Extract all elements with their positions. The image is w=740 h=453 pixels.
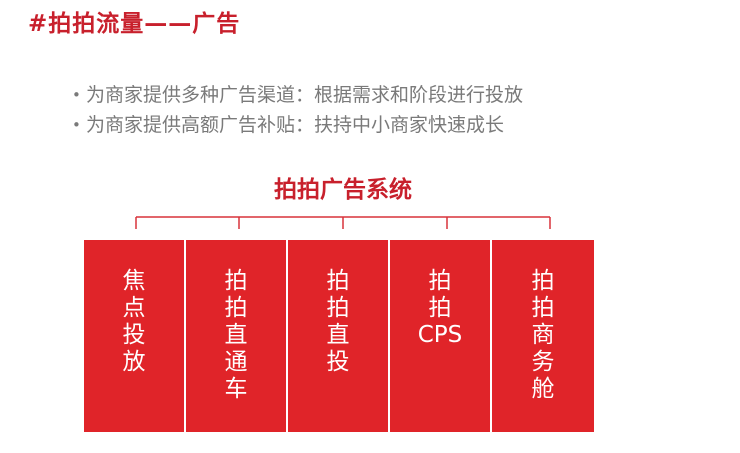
page-title: #拍拍流量——广告 [28,11,241,37]
bullet-list: • 为商家提供多种广告渠道：根据需求和阶段进行投放 • 为商家提供高额广告补贴：扶持… [72,80,523,140]
box-label: 拍 拍 商 务 舱 [531,268,555,402]
bullet-text: 为商家提供高额广告补贴：扶持中小商家快速成长 [86,114,505,136]
ad-system-boxes: 焦 点 投 放 拍 拍 直 通 车 拍 拍 直 投 拍 拍 CPS 拍 拍 商 … [84,240,594,432]
box-paipai-direct: 拍 拍 直 投 [288,240,390,432]
bullet-dot-icon: • [72,86,81,104]
bullet-item: • 为商家提供多种广告渠道：根据需求和阶段进行投放 [72,80,523,110]
box-paipai-business-class: 拍 拍 商 务 舱 [492,240,594,432]
bullet-text: 为商家提供多种广告渠道：根据需求和阶段进行投放 [86,84,524,106]
box-focus-placement: 焦 点 投 放 [84,240,186,432]
box-label: 拍 拍 CPS [417,268,463,348]
box-paipai-express: 拍 拍 直 通 车 [186,240,288,432]
bullet-item: • 为商家提供高额广告补贴：扶持中小商家快速成长 [72,110,523,140]
box-label: 拍 拍 直 通 车 [224,268,248,402]
system-title: 拍拍广告系统 [274,177,412,203]
box-label: 焦 点 投 放 [122,268,146,375]
box-paipai-cps: 拍 拍 CPS [390,240,492,432]
bullet-dot-icon: • [72,116,81,134]
box-label: 拍 拍 直 投 [326,268,350,375]
